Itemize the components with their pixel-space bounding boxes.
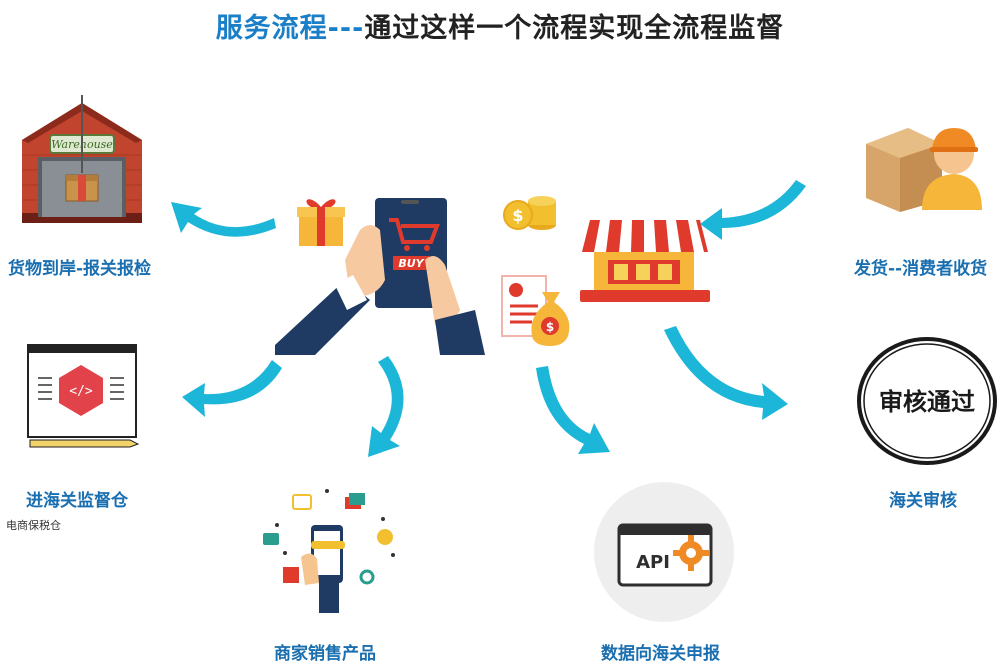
warehouse-icon: Warehouse (22, 95, 142, 223)
svg-text:$: $ (546, 320, 554, 334)
code-window-icon: </> (27, 344, 140, 448)
arrow-from-shipping (700, 180, 806, 240)
gift-icon (297, 199, 345, 246)
approved-stamp-icon: 审核通过 (857, 337, 997, 465)
buy-sign: BUY (398, 257, 424, 270)
title-part1: 服务流程--- (215, 13, 365, 44)
courier-icon (866, 128, 982, 212)
step-review-label: 海关审核 (889, 491, 957, 511)
step-data-label: 数据向海关申报 (601, 644, 720, 664)
svg-text:$: $ (512, 206, 523, 225)
api-label: API (636, 552, 670, 573)
step-arrival-label: 货物到岸-报关报检 (8, 259, 152, 279)
arrow-to-warehouse (182, 360, 282, 417)
coins-icon: $ (503, 196, 556, 230)
arrow-to-data (536, 366, 610, 454)
step-sales-label: 商家销售产品 (274, 644, 376, 664)
shop-icon (580, 220, 710, 302)
arrow-to-sales (368, 356, 404, 457)
step-warehouse-label: 进海关监督仓 (26, 491, 128, 511)
step-shipping-label: 发货--消费者收货 (854, 259, 988, 279)
phone-shopping-icon: BUY (275, 198, 485, 355)
step-warehouse-sublabel: 电商保税仓 (6, 519, 61, 532)
svg-text:</>: </> (69, 384, 93, 399)
page-title: 服务流程---通过这样一个流程实现全流程监督 (0, 6, 1000, 45)
stamp-text: 审核通过 (879, 388, 975, 416)
money-bag-icon: $ (501, 275, 570, 346)
arrow-to-arrival (171, 202, 276, 237)
mobile-sales-icon (263, 489, 395, 613)
arrow-to-review (664, 326, 788, 420)
title-part2: 通过这样一个流程实现全流程监督 (364, 13, 785, 44)
api-gear-icon: API (594, 482, 734, 622)
